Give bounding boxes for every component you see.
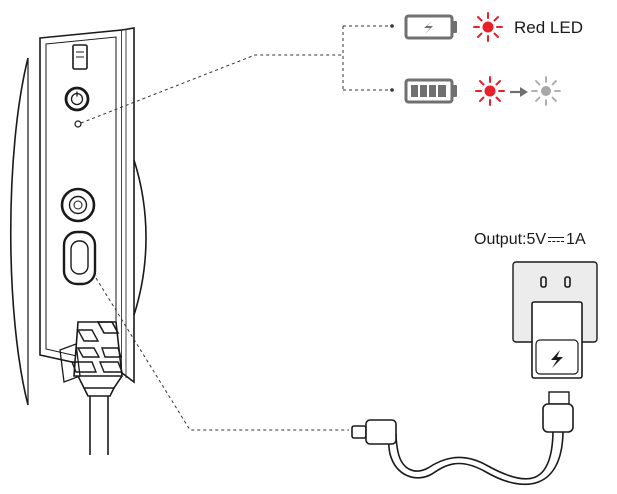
usb-c-plug	[351, 419, 397, 445]
leader-lines	[80, 25, 391, 431]
led-off-icon	[531, 76, 561, 106]
usb-leader-line	[95, 277, 349, 431]
device	[9, 27, 147, 455]
power-button	[64, 86, 90, 112]
red-led-label: Red LED	[514, 18, 583, 37]
led-on-icon	[475, 76, 505, 106]
lightning-icon	[551, 350, 563, 368]
dc-symbol-icon	[547, 235, 565, 245]
usb-a-connector-body	[542, 403, 574, 433]
power-adapter	[512, 261, 598, 433]
output-spec-label: Output:5V 1A	[474, 231, 586, 249]
battery-charging-icon	[404, 14, 457, 40]
function-button	[72, 44, 88, 70]
output-current-text: 1A	[566, 231, 586, 248]
leader-dot-bottom	[390, 88, 394, 92]
battery-full-icon	[404, 78, 457, 104]
device-lens-housing	[9, 57, 29, 406]
indicator-led	[74, 120, 82, 128]
output-voltage-text: Output:5V	[474, 231, 547, 248]
usb-c-port	[62, 230, 97, 286]
device-rear-lens	[133, 159, 147, 316]
usb-cable	[388, 431, 564, 486]
leader-dot-top	[390, 24, 394, 28]
led-leader-line	[80, 54, 343, 124]
audio-port	[60, 187, 96, 223]
device-front-plate	[121, 27, 135, 384]
mount-grip	[59, 321, 124, 397]
arrow-right-icon	[510, 87, 528, 97]
led-on-icon	[473, 12, 503, 42]
usb-a-connector	[548, 391, 570, 405]
